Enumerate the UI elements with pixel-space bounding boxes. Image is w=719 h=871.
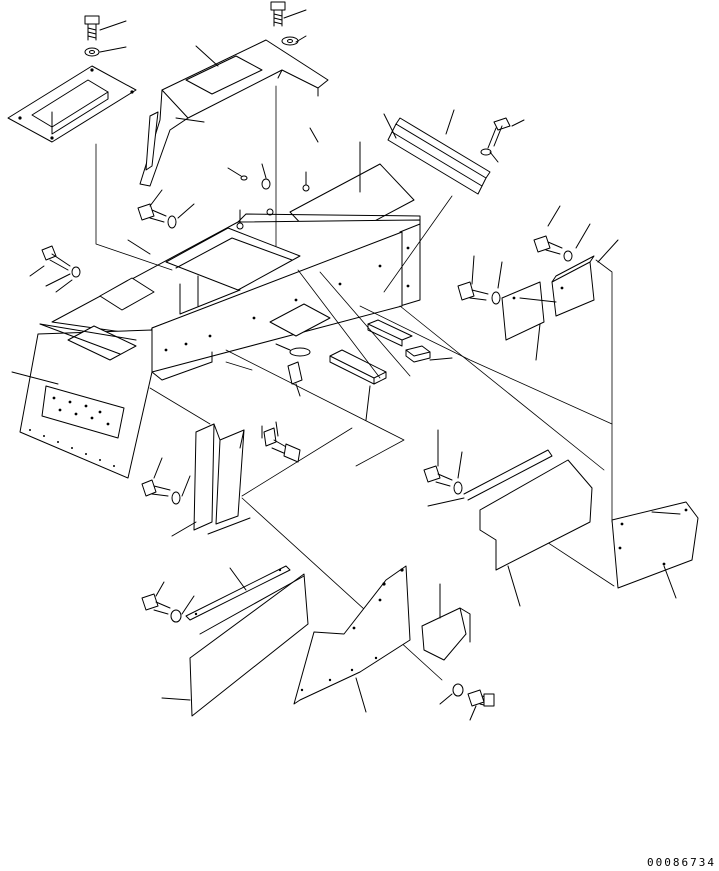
bar-blocks (329, 319, 431, 385)
bolt-lower-right-center (423, 465, 463, 495)
leader-lines (95, 85, 621, 681)
top-center-bent-cover (139, 39, 329, 187)
bolt-upper-middle (137, 203, 177, 229)
bolt-right-mid (533, 235, 573, 262)
bolt-lower-left (141, 479, 181, 505)
small-bolt-top-right (480, 117, 511, 156)
bottom-center-panel (293, 565, 411, 705)
bottom-small-bracket (421, 607, 471, 661)
lower-left-bracket (193, 423, 245, 531)
main-frame-body (19, 213, 421, 479)
bottom-left-panel (189, 573, 309, 717)
bolt-center-lower (263, 427, 301, 463)
top-bolt-center (270, 1, 299, 46)
top-bolt-left (84, 15, 100, 57)
top-left-cover-plate (7, 65, 137, 143)
lower-center-plate (463, 449, 593, 571)
bottom-left-strip (185, 565, 291, 621)
figure-number: 00086734 (647, 856, 716, 869)
top-right-channel (387, 117, 491, 195)
bolt-bottom-right (452, 683, 495, 707)
right-mid-bracket (501, 255, 595, 341)
bolt-left-side (41, 245, 81, 278)
right-side-plate (611, 501, 699, 589)
bolt-bottom-left (141, 593, 182, 623)
bolt-right-mid-left (457, 281, 501, 305)
